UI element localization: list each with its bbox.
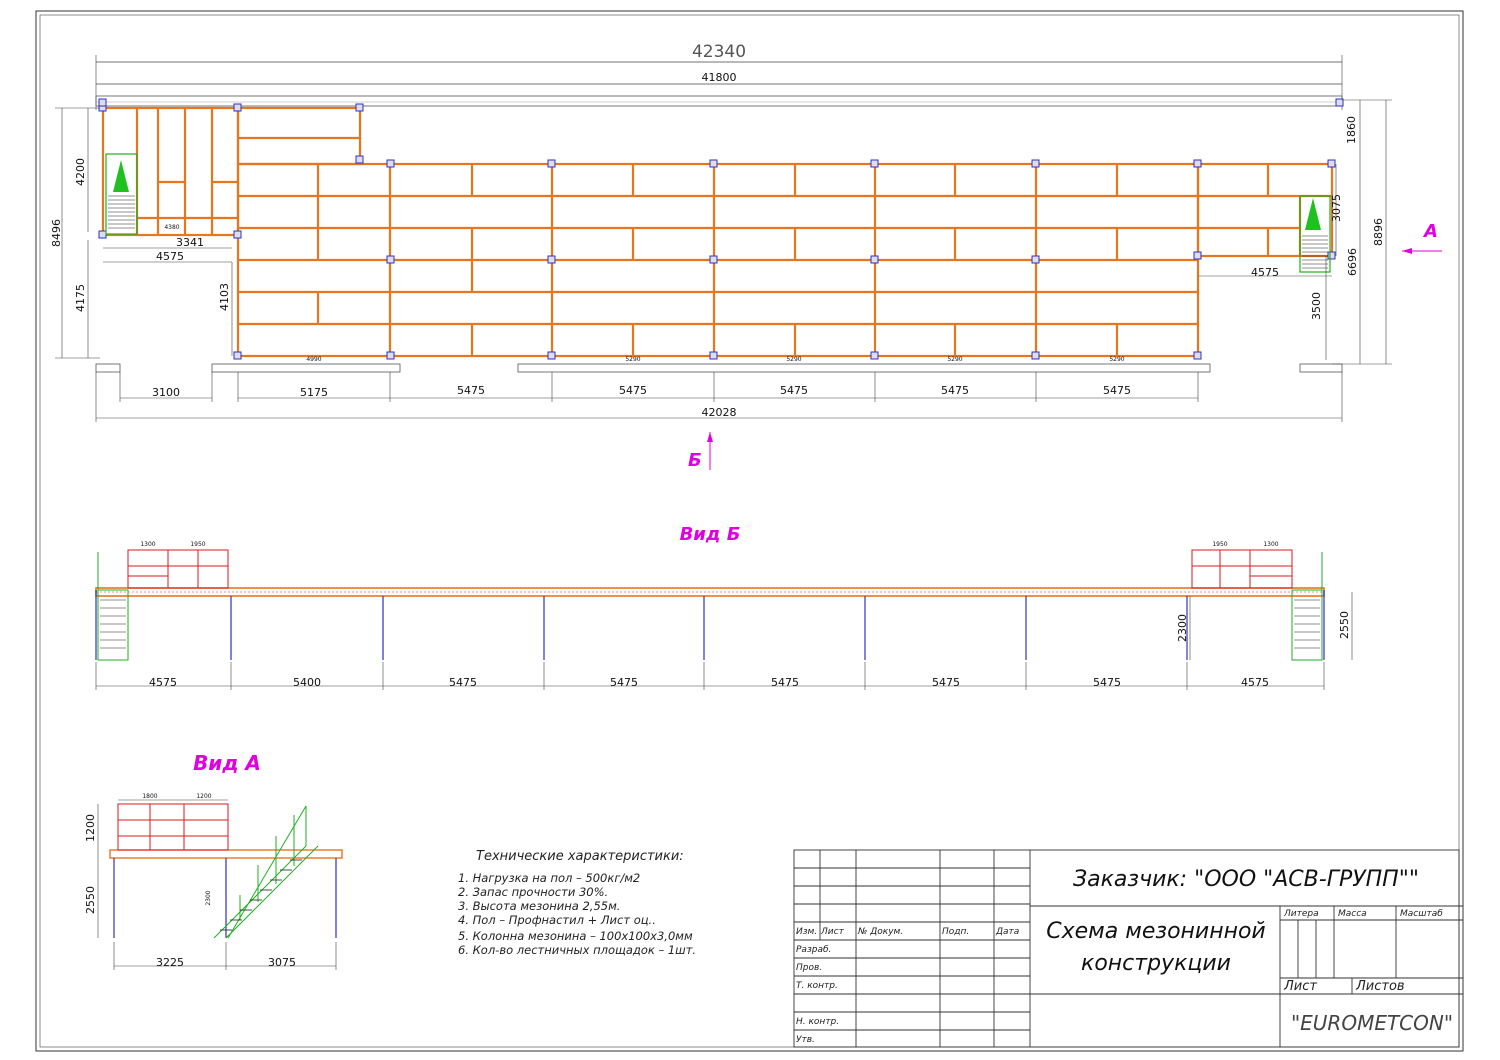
spec-item-3: 3. Высота мезонина 2,55м.: [458, 899, 620, 913]
view-b-dim-4: 5475: [610, 676, 638, 689]
dim-3341: 3341: [176, 236, 204, 249]
view-b-dim-8: 4575: [1241, 676, 1269, 689]
dim-small-3: 5290: [786, 356, 801, 363]
technical-specs: Технические характеристики: 1. Нагрузка …: [458, 849, 696, 957]
tb-drawing-title-2: конструкции: [1081, 951, 1231, 976]
sheet-border-outer: [35, 10, 1464, 1052]
view-a-dim-1200: 1200: [84, 814, 97, 842]
dim-total-inner: 41800: [702, 71, 737, 84]
dim-small-2: 5290: [625, 356, 640, 363]
view-b-dim-2: 5400: [293, 676, 321, 689]
right-stair-plan: [1299, 195, 1331, 273]
view-a-dim-2550: 2550: [84, 886, 97, 914]
spec-item-2: 2. Запас прочности 30%.: [458, 885, 608, 899]
arrow-b-label: Б: [688, 450, 702, 471]
dim-total-outer: 42340: [692, 42, 746, 62]
view-b-columns: [95, 590, 1325, 660]
dim-small-5: 5290: [1109, 356, 1124, 363]
tb-company: "EUROMETCON": [1291, 1011, 1453, 1035]
dim-3075: 3075: [1330, 194, 1343, 222]
stair-direction-arrow: [113, 160, 129, 192]
dim-bay-2: 5475: [457, 384, 485, 397]
tb-customer: Заказчик: "ООО "АСВ-ГРУПП"": [1073, 867, 1419, 892]
view-a-dim-3075: 3075: [268, 956, 296, 969]
view-b-dim-2300: 2300: [1176, 614, 1189, 642]
view-a-rail-1800: 1800: [142, 793, 157, 800]
view-b-dim-2550: 2550: [1338, 611, 1351, 639]
tb-drawing-title-1: Схема мезонинной: [1046, 919, 1265, 944]
dim-bay-5: 5475: [941, 384, 969, 397]
tb-sheet: Лист: [1283, 979, 1317, 994]
view-a-dim-2300: 2300: [205, 890, 212, 905]
view-b-dim-7: 5475: [1093, 676, 1121, 689]
dim-8896: 8896: [1372, 218, 1385, 246]
tb-col-doc: № Докум.: [857, 927, 903, 937]
dim-3100: 3100: [152, 386, 180, 399]
dim-small-1: 4990: [306, 356, 321, 363]
dim-8496: 8496: [50, 219, 63, 247]
view-b-dim-6: 5475: [932, 676, 960, 689]
view-a-elevation: Вид А: [84, 751, 343, 970]
section-arrow-b: Б: [688, 432, 713, 471]
dim-bay-3: 5475: [619, 384, 647, 397]
view-a-dim-3225: 3225: [156, 956, 184, 969]
tb-massa: Масса: [1338, 909, 1367, 919]
dim-4175: 4175: [74, 284, 87, 312]
view-b-rail-1950-right: 1950: [1212, 541, 1227, 548]
dim-bay-1: 5175: [300, 386, 328, 399]
arrow-a-label: А: [1422, 221, 1438, 242]
view-b-elevation: Вид Б 1300: [95, 524, 1353, 690]
tb-sheets: Листов: [1355, 979, 1405, 994]
stair-direction-arrow-right: [1305, 198, 1321, 230]
specs-title: Технические характеристики:: [476, 849, 684, 864]
view-a-rail-1200: 1200: [196, 793, 211, 800]
view-b-rail-1300-right: 1300: [1263, 541, 1278, 548]
view-b-dim-1: 4575: [149, 676, 177, 689]
plan-column-markers: [98, 98, 1344, 360]
spec-item-1: 1. Нагрузка на пол – 500кг/м2: [458, 871, 640, 885]
tb-masshtab: Масштаб: [1400, 909, 1443, 919]
tb-row-razrab: Разраб.: [796, 945, 831, 955]
tb-col-izm: Изм.: [796, 927, 817, 937]
view-b-dim-3: 5475: [449, 676, 477, 689]
dim-4575-left: 4575: [156, 250, 184, 263]
view-b-rail-1950-left: 1950: [190, 541, 205, 548]
view-a-label: Вид А: [193, 751, 261, 775]
spec-item-4: 4. Пол – Профнастил + Лист оц..: [458, 913, 656, 927]
sheet-border-inner: [39, 14, 1460, 1048]
dim-4575-right: 4575: [1251, 266, 1279, 279]
dim-3500: 3500: [1310, 292, 1323, 320]
tb-row-prov: Пров.: [796, 963, 822, 973]
dim-bay-6: 5475: [1103, 384, 1131, 397]
wall-bottom: [95, 363, 1343, 373]
plan-view: 42340 41800: [50, 42, 1442, 471]
dim-1860: 1860: [1345, 116, 1358, 144]
tb-col-podp: Подп.: [942, 927, 969, 937]
tb-row-utv: Утв.: [796, 1035, 815, 1045]
dim-4200: 4200: [74, 158, 87, 186]
tb-row-nkontr: Н. контр.: [796, 1017, 839, 1027]
tb-litera: Литера: [1283, 909, 1319, 919]
tb-col-list: Лист: [820, 927, 845, 937]
dim-6696: 6696: [1346, 248, 1359, 276]
view-b-label: Вид Б: [680, 524, 741, 545]
dim-bottom-total: 42028: [702, 406, 737, 419]
spec-item-6: 6. Кол-во лестничных площадок – 1шт.: [458, 943, 696, 957]
view-b-rail-1300-left: 1300: [140, 541, 155, 548]
title-block: Изм. Лист № Докум. Подп. Дата Разраб. Пр…: [793, 849, 1463, 1048]
section-arrow-a: А: [1402, 221, 1442, 254]
spec-item-5: 5. Колонна мезонина – 100х100х3,0мм: [458, 929, 693, 943]
view-b-dim-5: 5475: [771, 676, 799, 689]
dim-bay-4: 5475: [780, 384, 808, 397]
left-stair-plan: [105, 153, 138, 235]
dim-4380: 4380: [164, 224, 179, 231]
tb-row-tkontr: Т. контр.: [796, 981, 838, 991]
mezzanine-deck-frame: [101, 106, 1334, 358]
dim-small-4: 5290: [947, 356, 962, 363]
dim-4103: 4103: [218, 283, 231, 311]
tb-col-date: Дата: [995, 927, 1019, 937]
